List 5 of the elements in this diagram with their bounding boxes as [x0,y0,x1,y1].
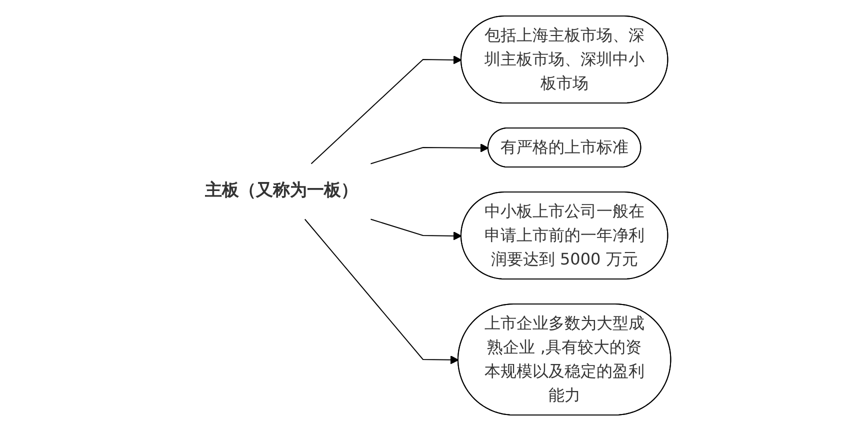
arrow [304,218,460,364]
arrow [310,55,462,164]
arrow [370,218,462,240]
node-text: 主板（又称为一板） [205,180,358,200]
arrow [370,143,490,164]
